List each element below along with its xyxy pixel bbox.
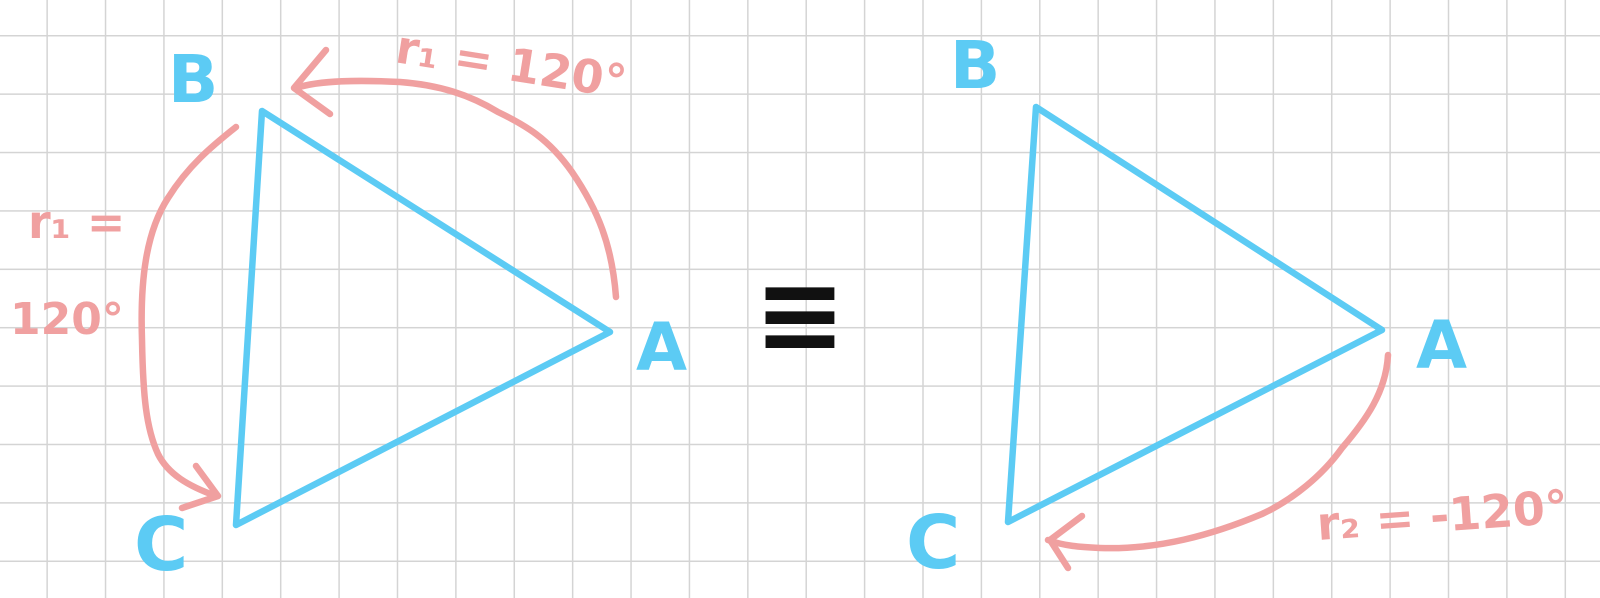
right-figure: B A C r₂ = -120° [906,27,1570,586]
left-vertex-c-label: C [134,502,188,588]
right-vertex-a-label: A [1416,307,1467,384]
right-rotation-arrowhead [1046,512,1086,572]
right-triangle [1004,103,1386,526]
right-vertex-c-label: C [906,500,960,586]
left-top-rotation-arrow [292,77,620,301]
left-side-arrowhead [178,462,222,512]
right-rotation-arrow [1044,351,1392,552]
left-side-rotation-arrow [138,123,240,500]
left-side-rotation-label-degrees: 120° [10,294,124,345]
equivalence-symbol: ≡ [754,250,846,378]
left-vertex-b-label: B [168,41,218,118]
left-figure: B A C r₁ = 120° r₁ = 120° [10,20,687,588]
left-top-rotation-label: r₁ = 120° [392,20,630,110]
left-top-arrowhead [290,46,334,118]
left-vertex-a-label: A [636,309,687,386]
right-rotation-label: r₂ = -120° [1315,480,1570,551]
right-vertex-b-label: B [950,27,1000,104]
left-triangle [232,107,614,529]
left-side-rotation-label-r: r₁ = [28,195,125,249]
